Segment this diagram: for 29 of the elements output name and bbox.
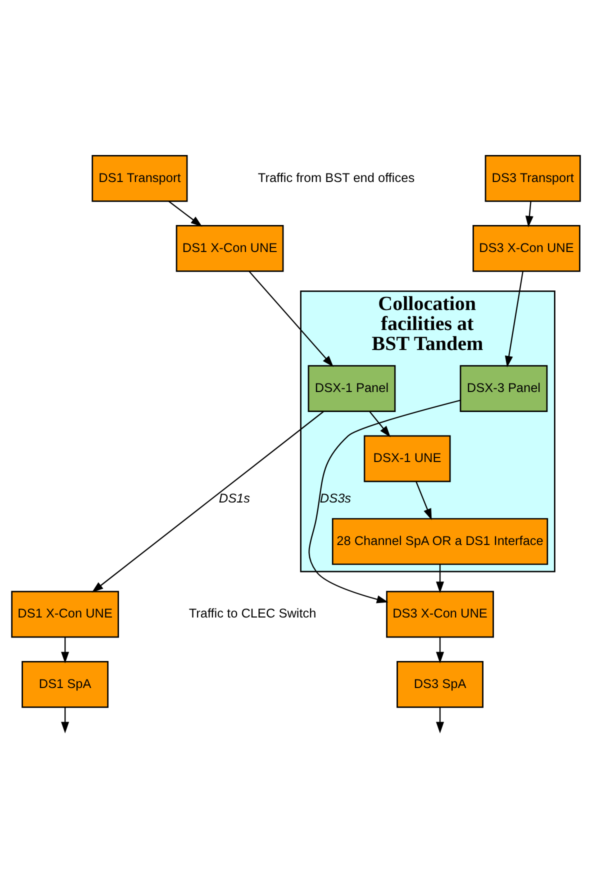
node-box: DS1 X-Con UNE (176, 224, 284, 272)
node-box: DS3 X-Con UNE (386, 590, 494, 638)
node-box: DS1 SpA (22, 660, 109, 708)
label: Traffic to CLEC Switch (188, 605, 316, 620)
node-box: DS3 X-Con UNE (472, 224, 580, 272)
node-box: 28 Channel SpA OR a DS1 Interface (332, 518, 548, 564)
arrow (504, 270, 524, 367)
arrow (308, 399, 461, 603)
arrow (436, 564, 444, 593)
arrow (61, 706, 70, 733)
node-box: DSX-1 Panel (308, 364, 396, 412)
node-box: DSX-1 UNE (364, 434, 451, 482)
arrow (436, 706, 444, 733)
arrow (436, 636, 444, 663)
arrow (416, 481, 432, 520)
edge-label: DS3s (320, 490, 352, 506)
arrow (369, 410, 391, 437)
node-box: DS3 Transport (484, 154, 581, 202)
arrow (248, 270, 334, 367)
label: Traffic from BST end offices (258, 169, 415, 184)
node-box: DSX-3 Panel (460, 364, 548, 412)
arrow (61, 636, 70, 663)
node-box: DS1 X-Con UNE (11, 590, 119, 638)
node-box: DS3 SpA (396, 660, 484, 708)
node-box: DS1 Transport (92, 154, 188, 202)
arrow (168, 200, 202, 226)
edge-label: DS1s (218, 490, 250, 506)
arrow (92, 410, 324, 592)
arrow (525, 200, 534, 227)
